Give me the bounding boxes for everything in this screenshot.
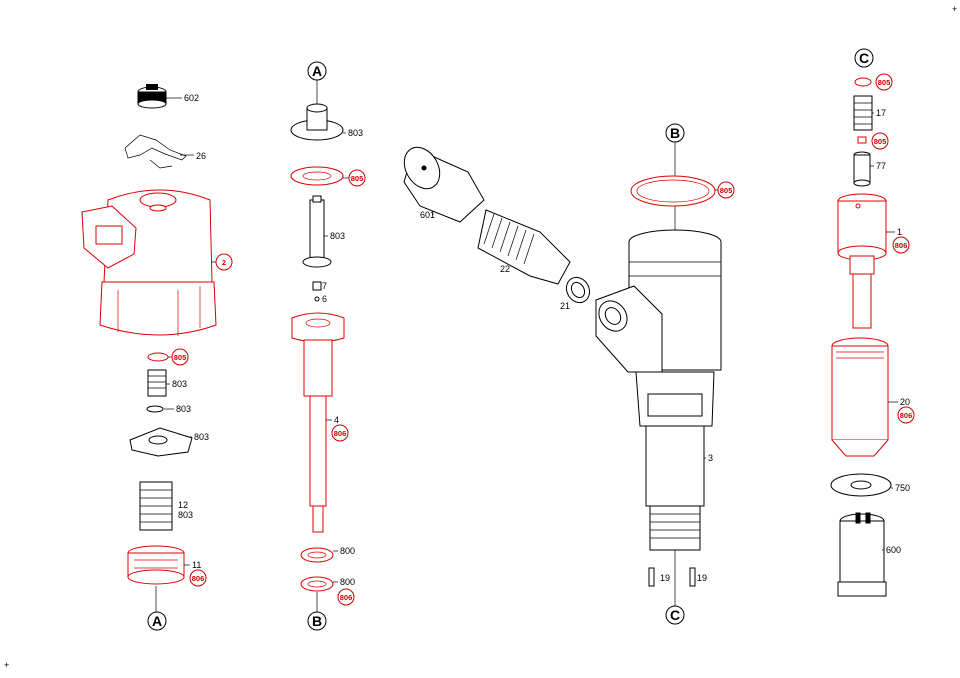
callout-c-top-label: C xyxy=(859,50,869,66)
nozzle-1 xyxy=(837,193,887,329)
label-2: 2 xyxy=(222,258,226,267)
label-4: 4 xyxy=(334,415,339,425)
cap-601 xyxy=(403,146,485,223)
clip-26 xyxy=(124,134,187,169)
o-ring-805-right xyxy=(630,175,716,207)
callout-b-bottom xyxy=(307,611,327,631)
corner-mark-bottom: + xyxy=(4,660,9,670)
badge-806-lower xyxy=(337,588,355,606)
callout-a-bottom xyxy=(147,611,167,631)
label-1: 1 xyxy=(897,227,902,237)
label-803-d: 803 xyxy=(178,510,193,520)
label-20: 20 xyxy=(900,397,910,407)
badge-806-right-2 xyxy=(897,406,915,424)
label-17: 17 xyxy=(876,108,886,118)
label-800-b: 800 xyxy=(340,577,355,587)
label-800-a: 800 xyxy=(340,546,355,556)
washer-800-upper xyxy=(300,547,334,563)
label-600: 600 xyxy=(886,545,901,555)
label-806-left: 806 xyxy=(192,574,205,583)
tool-600 xyxy=(837,512,887,597)
badge-806-left xyxy=(189,569,207,587)
label-803-a: 803 xyxy=(172,379,187,389)
washer-803 xyxy=(146,405,164,413)
armature-803 xyxy=(129,427,193,457)
ring-21 xyxy=(565,276,591,304)
seal-805-top xyxy=(854,77,872,87)
label-11: 11 xyxy=(192,560,201,570)
valve-piston-803 xyxy=(302,195,332,268)
callout-b-top-label: B xyxy=(670,125,680,141)
nut-11 xyxy=(127,545,185,585)
badge-805-small xyxy=(871,132,889,150)
label-19-a: 19 xyxy=(660,573,670,583)
label-806-mid: 806 xyxy=(334,429,347,438)
label-6: 6 xyxy=(322,294,327,304)
label-806-lower: 806 xyxy=(340,593,353,602)
shim-805 xyxy=(857,136,867,144)
label-806-right-1: 806 xyxy=(895,241,908,250)
spring-17 xyxy=(853,95,873,131)
spring-small-803 xyxy=(147,369,167,397)
label-77: 77 xyxy=(876,161,886,171)
label-805-right: 805 xyxy=(720,186,733,195)
label-12: 12 xyxy=(178,500,188,510)
pins-19 xyxy=(648,567,696,587)
knob-602 xyxy=(137,84,167,109)
pin-7 xyxy=(312,281,322,291)
label-3: 3 xyxy=(708,453,713,463)
label-803-f: 803 xyxy=(330,231,345,241)
badge-805-mid xyxy=(348,169,366,187)
callout-c-bottom-label: C xyxy=(670,607,680,623)
label-805-left: 805 xyxy=(174,353,187,362)
callout-b-bottom-label: B xyxy=(312,613,322,629)
badge-806-right-1 xyxy=(892,236,910,254)
label-803-c: 803 xyxy=(194,432,209,442)
callout-c-top xyxy=(854,48,874,68)
seal-805-mid xyxy=(290,166,344,186)
spring-12 xyxy=(139,481,173,531)
solenoid-body-2 xyxy=(81,189,217,336)
badge-2 xyxy=(215,253,233,271)
callout-a-bottom-label: A xyxy=(152,613,162,629)
corner-mark-top: + xyxy=(952,4,957,14)
label-803-b: 803 xyxy=(176,404,191,414)
callout-a-top-label: A xyxy=(312,63,322,79)
label-19-b: 19 xyxy=(697,573,707,583)
badge-806-mid xyxy=(331,424,349,442)
fitting-22 xyxy=(477,209,571,285)
washer-750 xyxy=(830,473,892,497)
badge-805-top xyxy=(875,73,893,91)
label-26: 26 xyxy=(196,151,206,161)
label-806-right-2: 806 xyxy=(900,411,913,420)
label-7: 7 xyxy=(322,281,327,291)
ball-6 xyxy=(314,296,320,302)
label-803-e: 803 xyxy=(348,128,363,138)
label-602: 602 xyxy=(184,93,199,103)
label-750: 750 xyxy=(895,483,910,493)
injector-body-3 xyxy=(595,229,722,551)
label-601: 601 xyxy=(420,210,435,220)
washer-800-lower xyxy=(300,576,334,592)
label-805-mid: 805 xyxy=(351,174,364,183)
label-21: 21 xyxy=(560,301,570,311)
badge-805-left xyxy=(171,348,189,366)
label-805-top: 805 xyxy=(878,78,891,87)
nozzle-nut-20 xyxy=(831,337,889,457)
label-22: 22 xyxy=(500,264,510,274)
label-805-small: 805 xyxy=(874,137,887,146)
valve-cap-803 xyxy=(290,103,344,141)
sleeve-77 xyxy=(853,151,871,187)
nozzle-needle-4 xyxy=(291,312,345,533)
seal-805-left xyxy=(147,352,169,362)
callout-c-bottom xyxy=(665,605,685,625)
badge-805-right xyxy=(717,181,735,199)
